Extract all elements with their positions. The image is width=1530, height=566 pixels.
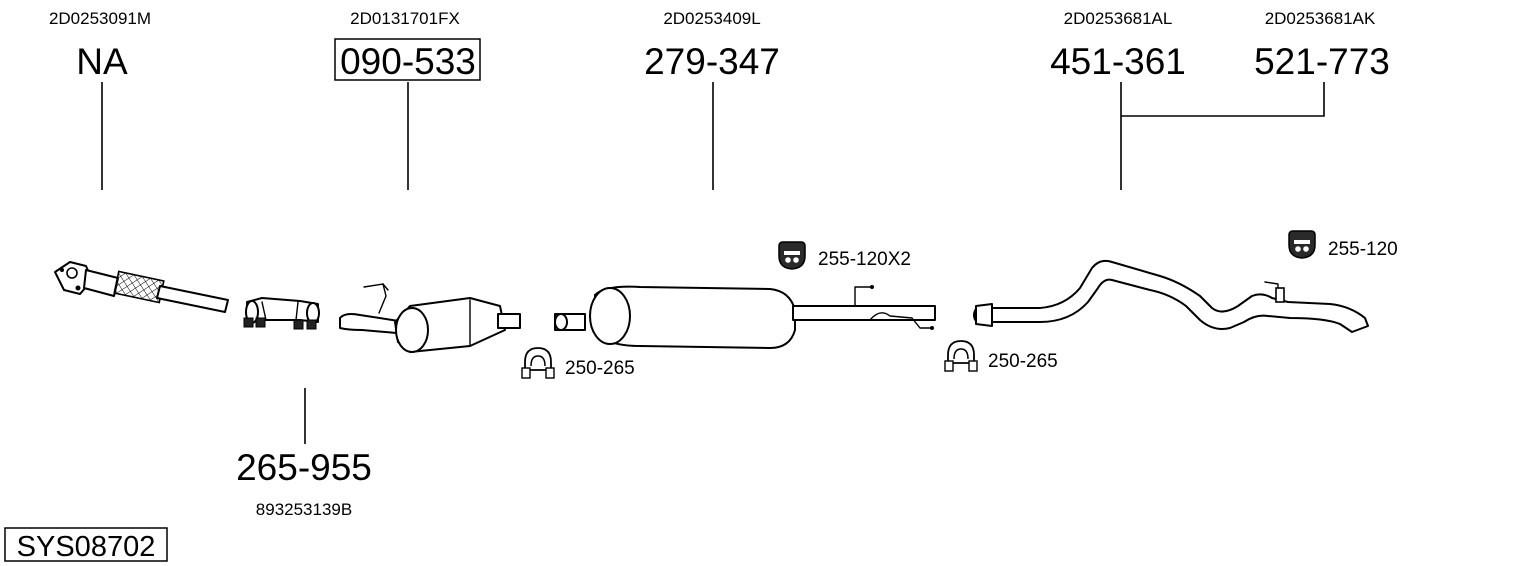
part-number[interactable]: 451-361 xyxy=(1050,41,1186,82)
centre-silencer-drawing[interactable] xyxy=(554,285,936,349)
oe-number: 893253139B xyxy=(256,500,352,519)
part-label-connector[interactable]: 265-955 893253139B xyxy=(236,447,372,519)
accessory-rubber-hanger[interactable]: 255-120 xyxy=(1288,230,1398,260)
oe-number: 2D0131701FX xyxy=(350,9,460,28)
part-number[interactable]: 265-955 xyxy=(236,447,372,488)
oe-number: 2D0253091M xyxy=(49,9,151,28)
connector-drawing[interactable] xyxy=(243,297,320,330)
tail-pipe-drawing[interactable] xyxy=(973,259,1369,333)
system-id: SYS08702 xyxy=(17,531,156,563)
catalytic-converter-drawing[interactable] xyxy=(339,283,521,353)
accessory-number: 250-265 xyxy=(988,351,1058,372)
part-label-centre-silencer[interactable]: 2D0253409L 279-347 xyxy=(644,9,780,82)
part-label-tail-pipe[interactable]: 2D0253681AL 451-361 xyxy=(1050,9,1186,82)
part-label-front-pipe[interactable]: 2D0253091M NA xyxy=(49,9,151,82)
accessory-number: 250-265 xyxy=(565,358,635,379)
leader-line-tail-pipe xyxy=(1120,82,1325,190)
accessory-pipe-clamp[interactable]: 250-265 xyxy=(944,340,1058,372)
pipe-clamp-icon xyxy=(521,347,555,379)
accessory-number: 255-120 xyxy=(1328,239,1398,260)
oe-number: 2D0253681AL xyxy=(1064,9,1173,28)
system-id-box: SYS08702 xyxy=(4,527,168,563)
rubber-hanger-icon xyxy=(778,241,806,270)
accessory-rubber-hanger[interactable]: 255-120X2 xyxy=(778,241,911,270)
part-number[interactable]: NA xyxy=(76,41,128,82)
part-number[interactable]: 279-347 xyxy=(644,41,780,82)
accessory-pipe-clamp[interactable]: 250-265 xyxy=(521,347,635,379)
front-pipe-drawing[interactable] xyxy=(54,261,229,313)
part-number[interactable]: 090-533 xyxy=(340,41,476,82)
part-label-catalytic-converter[interactable]: 2D0131701FX 090-533 xyxy=(334,9,481,82)
part-number[interactable]: 521-773 xyxy=(1254,41,1390,82)
rubber-hanger-icon xyxy=(1288,230,1316,259)
oe-number: 2D0253681AK xyxy=(1265,9,1376,28)
accessory-number: 255-120X2 xyxy=(818,249,911,270)
oe-number: 2D0253409L xyxy=(663,9,760,28)
highlight-box xyxy=(334,38,481,81)
part-label-tail-pipe-alt[interactable]: 2D0253681AK 521-773 xyxy=(1254,9,1390,82)
pipe-clamp-icon xyxy=(944,340,978,372)
